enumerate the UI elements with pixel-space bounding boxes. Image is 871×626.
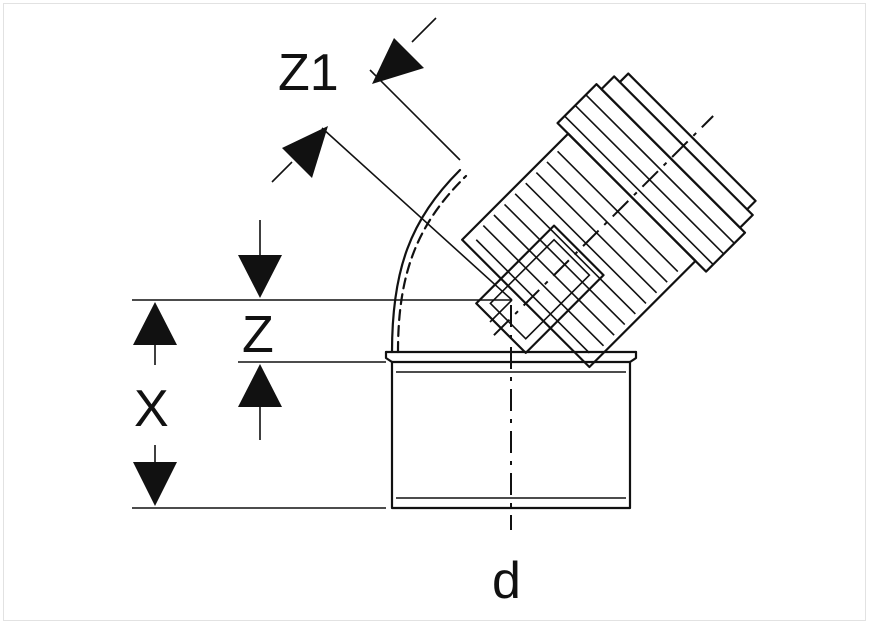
label-x: X: [134, 380, 169, 438]
dimension-z: [238, 220, 282, 440]
dimension-x: [133, 302, 177, 506]
bend-arc: [390, 168, 468, 354]
angled-socket: [461, 72, 757, 369]
vertical-socket: [384, 350, 638, 510]
label-z: Z: [242, 306, 274, 364]
diagram-frame: [3, 3, 866, 621]
label-d: d: [492, 552, 521, 610]
label-z1: Z1: [278, 44, 339, 102]
extension-lines: [132, 69, 513, 509]
dimension-z1: [271, 17, 437, 183]
